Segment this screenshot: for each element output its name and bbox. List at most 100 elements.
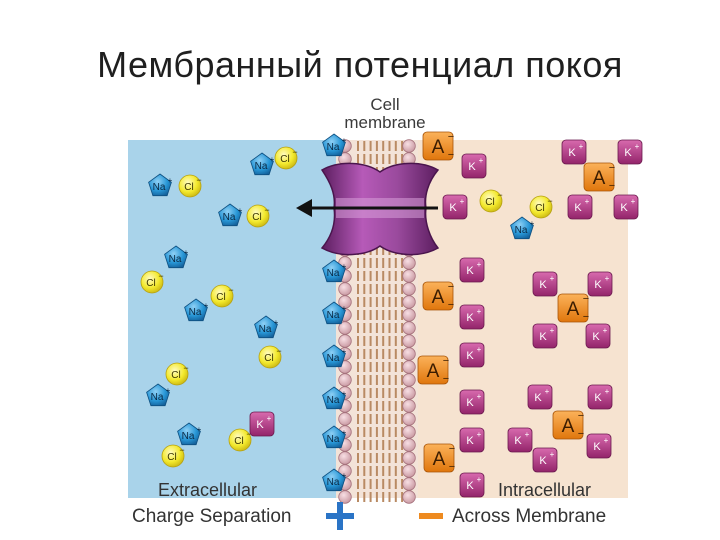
potassium-ion: K+ — [249, 411, 275, 437]
potassium-ion: K+ — [507, 427, 533, 453]
anion-protein: A−− — [422, 131, 454, 161]
svg-text:+: + — [605, 387, 610, 396]
svg-text:+: + — [477, 430, 482, 439]
potassium-ion: K+ — [585, 323, 611, 349]
svg-text:Na: Na — [169, 254, 182, 265]
svg-text:+: + — [530, 219, 535, 228]
svg-text:+: + — [342, 304, 347, 313]
charge-separation-label: Charge Separation — [132, 506, 292, 527]
anion-protein: A−− — [422, 281, 454, 311]
svg-text:+: + — [605, 274, 610, 283]
lipid-head — [402, 386, 416, 400]
chloride-ion: Cl− — [274, 146, 298, 170]
svg-text:K: K — [514, 435, 522, 447]
svg-text:Na: Na — [182, 431, 195, 442]
chloride-ion: Cl− — [529, 195, 553, 219]
potassium-ion: K+ — [459, 389, 485, 415]
lipid-head — [402, 321, 416, 335]
minus-sign — [419, 513, 443, 519]
svg-text:+: + — [579, 142, 584, 151]
ion-layer: Na+Na+Na+Na+Na+Na+Na+Na+Na+Na+Na+Na+Na+N… — [140, 131, 643, 498]
chloride-ion: Cl− — [161, 444, 185, 468]
svg-text:A: A — [593, 168, 606, 189]
svg-text:K: K — [620, 202, 628, 214]
svg-text:+: + — [460, 197, 465, 206]
svg-text:+: + — [479, 156, 484, 165]
svg-text:Cl: Cl — [264, 353, 273, 364]
svg-text:K: K — [256, 419, 264, 431]
svg-text:+: + — [477, 475, 482, 484]
svg-text:+: + — [342, 428, 347, 437]
potassium-ion: K+ — [567, 194, 593, 220]
sodium-ion: Na+ — [322, 133, 347, 157]
svg-text:+: + — [477, 307, 482, 316]
sodium-ion: Na+ — [184, 298, 209, 322]
svg-text:−: − — [443, 373, 449, 385]
svg-text:+: + — [342, 389, 347, 398]
svg-text:−: − — [448, 131, 454, 143]
svg-text:Cl: Cl — [146, 278, 155, 289]
svg-text:−: − — [228, 285, 233, 295]
sodium-ion: Na+ — [254, 315, 279, 339]
svg-text:Na: Na — [327, 142, 340, 153]
svg-text:+: + — [550, 274, 555, 283]
sodium-ion: Na+ — [148, 173, 173, 197]
potassium-ion: K+ — [586, 433, 612, 459]
lipid-head — [338, 451, 352, 465]
lipid-head — [402, 269, 416, 283]
svg-text:+: + — [477, 260, 482, 269]
svg-text:−: − — [196, 175, 201, 185]
lipid-head — [402, 412, 416, 426]
svg-text:+: + — [274, 318, 279, 327]
svg-text:Na: Na — [255, 161, 268, 172]
potassium-ion: K+ — [532, 447, 558, 473]
lipid-head — [338, 282, 352, 296]
svg-text:−: − — [443, 355, 449, 367]
svg-text:+: + — [342, 136, 347, 145]
svg-text:+: + — [604, 436, 609, 445]
svg-text:Na: Na — [327, 310, 340, 321]
svg-text:+: + — [525, 430, 530, 439]
potassium-ion: K+ — [459, 427, 485, 453]
svg-text:K: K — [624, 147, 632, 159]
svg-text:−: − — [183, 363, 188, 373]
lipid-head — [402, 373, 416, 387]
chloride-ion: Cl− — [165, 362, 189, 386]
lipid-head — [402, 360, 416, 374]
anion-protein: A−− — [423, 443, 455, 473]
svg-text:Cl: Cl — [184, 182, 193, 193]
chloride-ion: Cl− — [210, 284, 234, 308]
svg-text:+: + — [342, 347, 347, 356]
across-membrane-label: Across Membrane — [452, 506, 607, 527]
chloride-ion: Cl− — [246, 204, 270, 228]
svg-text:Cl: Cl — [280, 154, 289, 165]
svg-text:K: K — [568, 147, 576, 159]
svg-text:+: + — [603, 326, 608, 335]
svg-text:Na: Na — [189, 307, 202, 318]
svg-text:Na: Na — [327, 477, 340, 488]
svg-text:Cl: Cl — [485, 197, 494, 208]
svg-text:−: − — [292, 147, 297, 157]
svg-text:−: − — [179, 445, 184, 455]
svg-text:K: K — [466, 480, 474, 492]
svg-text:K: K — [593, 441, 601, 453]
lipid-head — [402, 451, 416, 465]
svg-text:K: K — [539, 455, 547, 467]
potassium-ion: K+ — [532, 271, 558, 297]
sodium-ion: Na+ — [322, 259, 347, 283]
potassium-ion: K+ — [561, 139, 587, 165]
cell-membrane-label-line1: Cell — [370, 95, 400, 114]
svg-text:+: + — [550, 450, 555, 459]
svg-text:Cl: Cl — [171, 370, 180, 381]
svg-text:A: A — [427, 361, 440, 382]
svg-text:Na: Na — [151, 392, 164, 403]
svg-text:−: − — [547, 196, 552, 206]
svg-text:−: − — [583, 311, 589, 323]
svg-text:−: − — [583, 293, 589, 305]
svg-text:A: A — [567, 299, 580, 320]
svg-text:A: A — [433, 449, 446, 470]
svg-text:Na: Na — [515, 225, 528, 236]
svg-text:−: − — [264, 205, 269, 215]
svg-text:−: − — [448, 299, 454, 311]
lipid-head — [402, 464, 416, 478]
